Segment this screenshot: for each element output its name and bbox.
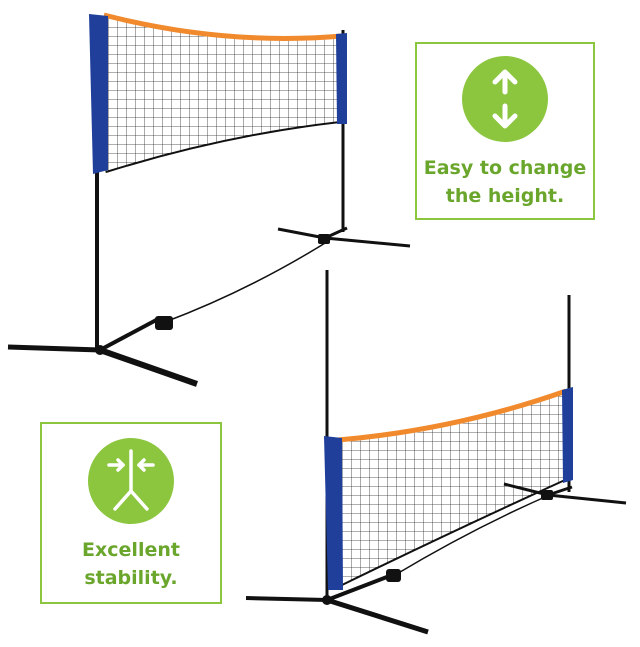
feature-card-adjustable-height: Easy to change the height. — [415, 42, 595, 220]
feature-card-stability: Excellent stability. — [40, 422, 222, 604]
up-down-arrows-icon — [462, 56, 548, 142]
feature-caption: Excellent stability. — [82, 536, 180, 592]
feature-caption: Easy to change the height. — [424, 154, 586, 210]
caption-line: stability. — [84, 567, 178, 589]
badminton-net-lowered — [245, 270, 627, 635]
caption-line: Excellent — [82, 539, 180, 561]
caption-line: the height. — [445, 185, 565, 207]
badminton-net-raised — [7, 12, 411, 387]
tripod-stability-icon — [88, 438, 174, 524]
caption-line: Easy to change — [423, 157, 587, 179]
